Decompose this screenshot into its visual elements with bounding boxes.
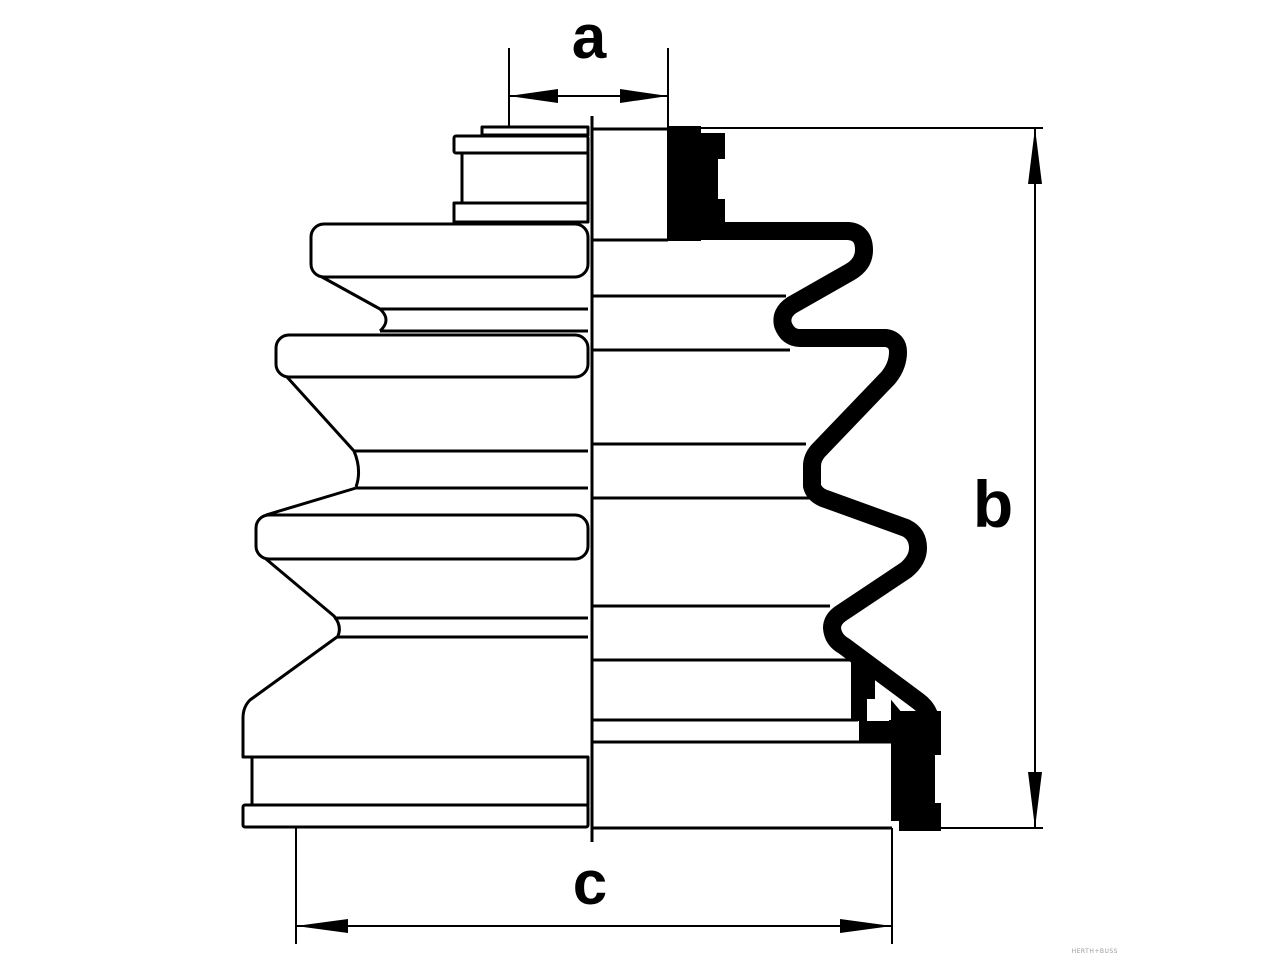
bottom-flare bbox=[241, 635, 588, 759]
bellow-3 bbox=[254, 513, 590, 561]
top-collar-body bbox=[460, 151, 590, 205]
boot-cross-section bbox=[592, 126, 941, 831]
bellow-1-taper bbox=[321, 275, 388, 333]
dimension-c bbox=[295, 828, 893, 944]
bellow-1 bbox=[309, 222, 590, 279]
bellows-wall-section bbox=[668, 222, 939, 742]
dimension-b bbox=[668, 127, 1043, 829]
section-inner-lines bbox=[592, 127, 892, 830]
dimension-a bbox=[508, 48, 669, 127]
boot-exterior-view bbox=[241, 125, 590, 829]
top-collar-ring bbox=[452, 134, 590, 155]
bellow-3-taper bbox=[265, 557, 341, 639]
top-collar-base bbox=[452, 201, 590, 224]
top-collar-lip bbox=[480, 125, 590, 137]
brand-watermark: HERTH+BUSS bbox=[1072, 948, 1118, 955]
bottom-collar-ring bbox=[241, 803, 590, 829]
bellow-2 bbox=[274, 333, 590, 379]
dimension-c-label: c bbox=[573, 849, 607, 918]
bellow-2-taper bbox=[285, 375, 361, 488]
large-end-clamp-section bbox=[851, 655, 941, 831]
dimension-a-label: a bbox=[572, 3, 607, 72]
dimension-b-label: b bbox=[973, 467, 1013, 541]
bottom-collar-body bbox=[250, 755, 590, 807]
